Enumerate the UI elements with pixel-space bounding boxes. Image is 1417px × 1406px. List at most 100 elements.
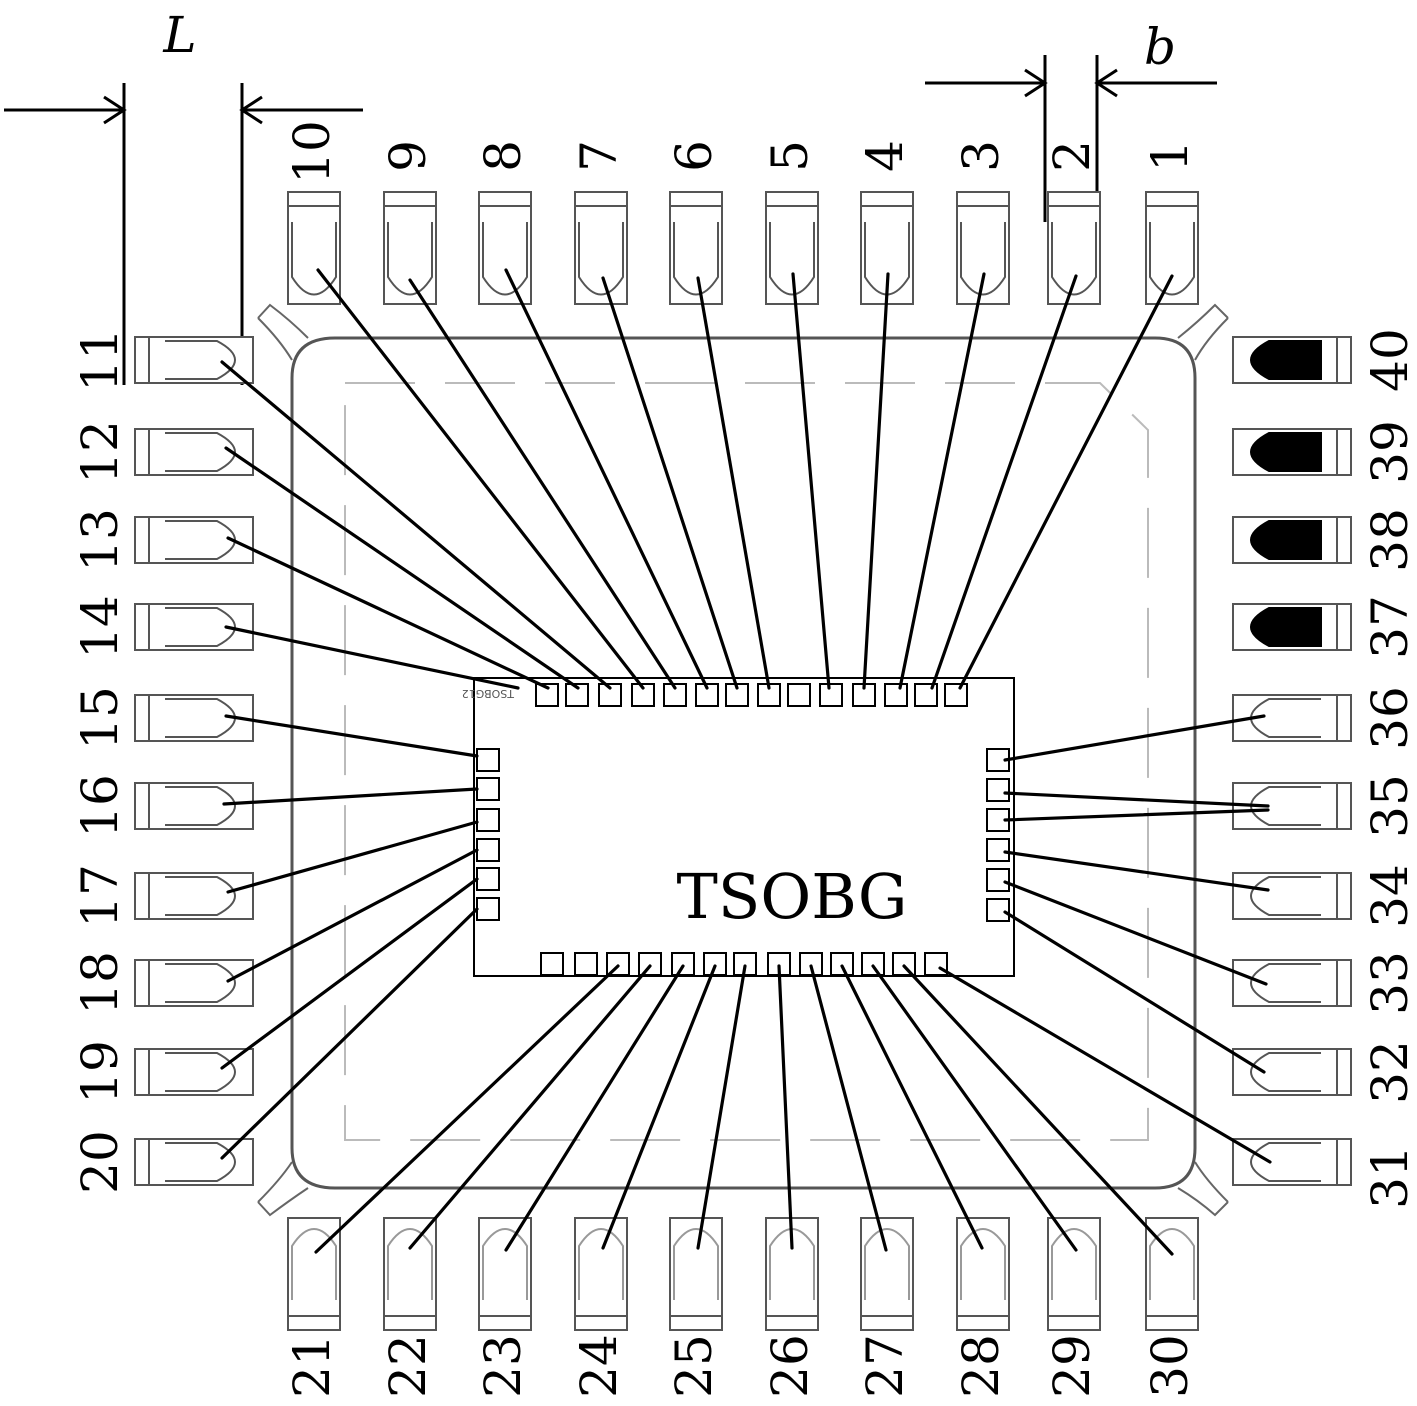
bond-pad-top xyxy=(598,683,622,707)
pin-label-3: 3 xyxy=(952,140,1010,172)
dimension-L-label: L xyxy=(162,6,196,64)
pin-label-6: 6 xyxy=(665,140,723,172)
lead-28 xyxy=(956,1217,1010,1331)
pin-label-19: 19 xyxy=(71,1040,129,1104)
bond-wire-14 xyxy=(224,625,520,690)
pin-label-37: 37 xyxy=(1361,595,1417,659)
pin-label-15: 15 xyxy=(71,686,129,750)
pin-label-35: 35 xyxy=(1361,774,1417,838)
bond-wire-1 xyxy=(958,274,1174,690)
pin-label-38: 38 xyxy=(1361,508,1417,572)
pin-label-9: 9 xyxy=(379,140,437,172)
bond-pad-right xyxy=(986,778,1010,802)
pin-label-11: 11 xyxy=(71,328,129,392)
bond-pad-top xyxy=(695,683,719,707)
bond-pad-top xyxy=(535,683,559,707)
pin-label-5: 5 xyxy=(761,140,819,172)
pin-label-31: 31 xyxy=(1361,1145,1417,1209)
lead-19 xyxy=(134,1048,254,1096)
pin-label-24: 24 xyxy=(570,1334,628,1398)
bond-pad-bottom xyxy=(638,952,662,976)
bond-wire-21 xyxy=(314,964,620,1254)
lead-5 xyxy=(765,191,819,305)
pin-label-8: 8 xyxy=(474,140,532,172)
bond-wire-29 xyxy=(871,964,1078,1252)
lead-6 xyxy=(669,191,723,305)
bond-wire-20 xyxy=(220,907,479,1160)
bond-wire-3 xyxy=(898,272,986,690)
bond-wire-22 xyxy=(408,964,652,1250)
pin-label-26: 26 xyxy=(761,1334,819,1398)
bond-wire-10 xyxy=(316,268,645,690)
bond-pad-bottom xyxy=(540,952,564,976)
bond-wire-15 xyxy=(224,714,479,758)
pin-label-14: 14 xyxy=(71,595,129,659)
pins-layer xyxy=(134,191,1352,1331)
bond-wire-36 xyxy=(1003,714,1266,762)
lead-25 xyxy=(669,1217,723,1331)
bond-wire-35b xyxy=(1003,808,1270,822)
bond-pad-bottom xyxy=(892,952,916,976)
pin-label-34: 34 xyxy=(1361,864,1417,928)
lead-13 xyxy=(134,516,254,564)
bond-pad-left xyxy=(476,897,500,921)
bond-wire-27 xyxy=(809,964,888,1252)
pin-label-10: 10 xyxy=(283,120,341,184)
pin-label-28: 28 xyxy=(952,1334,1010,1398)
lead-24 xyxy=(574,1217,628,1331)
lead-16 xyxy=(134,782,254,830)
pin-label-27: 27 xyxy=(856,1334,914,1398)
bond-pad-right xyxy=(986,898,1010,922)
pin-label-32: 32 xyxy=(1361,1040,1417,1104)
pin-label-17: 17 xyxy=(71,864,129,928)
bond-pad-bottom xyxy=(830,952,854,976)
lead-39 xyxy=(1232,428,1352,476)
bond-pad-top xyxy=(884,683,908,707)
bond-wire-16 xyxy=(222,787,479,806)
lead-31 xyxy=(1232,1138,1352,1186)
lead-33 xyxy=(1232,959,1352,1007)
pin-label-23: 23 xyxy=(474,1334,532,1398)
pin-label-40: 40 xyxy=(1361,328,1417,392)
pin-label-13: 13 xyxy=(71,508,129,572)
pin-label-2: 2 xyxy=(1043,140,1101,172)
bond-wire-32 xyxy=(1003,910,1266,1074)
bond-pad-right xyxy=(986,868,1010,892)
lead-7 xyxy=(574,191,628,305)
bond-wire-31 xyxy=(938,966,1272,1164)
pin-label-29: 29 xyxy=(1043,1334,1101,1398)
lead-40 xyxy=(1232,336,1352,384)
bond-pad-top xyxy=(565,683,589,707)
pin-label-39: 39 xyxy=(1361,420,1417,484)
dimension-b-label: b xyxy=(1144,18,1176,76)
bond-wire-4 xyxy=(862,272,890,690)
pin-label-4: 4 xyxy=(856,140,914,172)
bond-pad-left xyxy=(476,867,500,891)
lead-27 xyxy=(860,1217,914,1331)
die-marking: TSOBG12 xyxy=(462,687,515,700)
bond-wire-26 xyxy=(777,964,794,1250)
bond-pad-bottom xyxy=(861,952,885,976)
bond-wire-2 xyxy=(930,274,1078,690)
bond-wire-8 xyxy=(504,268,709,690)
lead-12 xyxy=(134,428,254,476)
bond-wire-9 xyxy=(408,278,677,690)
lead-9 xyxy=(383,191,437,305)
bond-pad-bottom xyxy=(703,952,727,976)
lead-22 xyxy=(383,1217,437,1331)
bond-wire-28 xyxy=(840,964,984,1250)
package-outline xyxy=(290,336,1197,1190)
bond-wire-12 xyxy=(224,446,580,690)
pin-label-22: 22 xyxy=(379,1334,437,1398)
pin-label-16: 16 xyxy=(71,774,129,838)
bond-wire-11 xyxy=(220,360,612,690)
bond-pad-left xyxy=(476,748,500,772)
bond-wire-13 xyxy=(226,536,550,690)
bond-pad-right xyxy=(986,838,1010,862)
bond-wire-17 xyxy=(226,820,479,894)
lead-3 xyxy=(956,191,1010,305)
die-body xyxy=(473,677,1015,977)
bond-wire-7 xyxy=(601,276,739,690)
bond-wire-24 xyxy=(601,964,717,1250)
